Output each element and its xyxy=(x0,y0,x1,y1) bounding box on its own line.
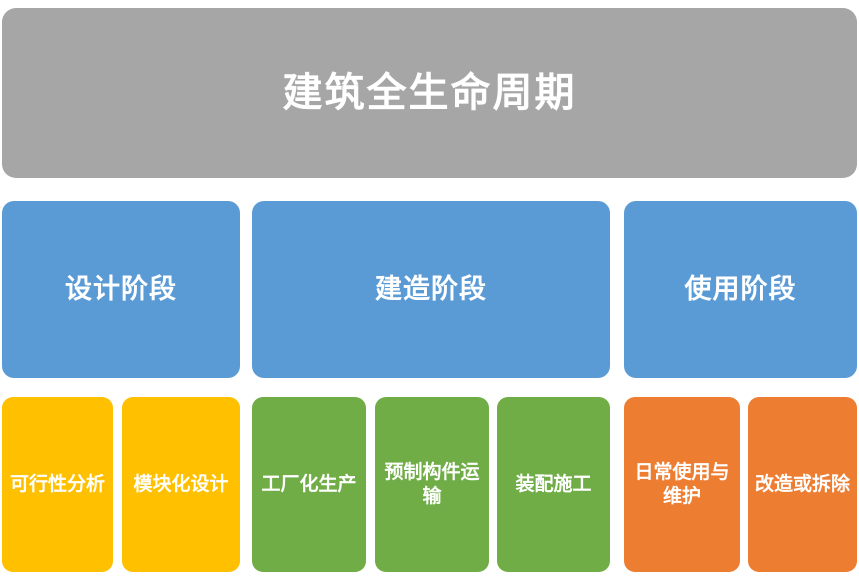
root-node-label: 建筑全生命周期 xyxy=(282,70,577,115)
task-node-label: 装配施工 xyxy=(515,473,592,495)
task-node-label: 预制构件运输 xyxy=(384,462,480,507)
task-node-label: 日常使用与维护 xyxy=(634,462,730,507)
task-node-assembly-construction[interactable]: 装配施工 xyxy=(497,397,610,572)
task-node-label: 可行性分析 xyxy=(9,473,105,495)
task-node-modular-design[interactable]: 模块化设计 xyxy=(122,397,240,572)
task-node-prefab-component-transport[interactable]: 预制构件运输 xyxy=(375,397,489,572)
phase-node-label: 建造阶段 xyxy=(375,274,487,305)
phase-node-design[interactable]: 设计阶段 xyxy=(2,201,240,378)
task-node-label: 模块化设计 xyxy=(133,473,229,495)
task-node-daily-use-and-maintenance[interactable]: 日常使用与维护 xyxy=(624,397,740,572)
phase-node-label: 设计阶段 xyxy=(65,274,177,305)
task-node-label: 改造或拆除 xyxy=(754,473,850,495)
phase-node-construction[interactable]: 建造阶段 xyxy=(252,201,610,378)
task-node-label: 工厂化生产 xyxy=(261,473,357,495)
root-node-building-lifecycle[interactable]: 建筑全生命周期 xyxy=(2,8,857,178)
task-node-factory-production[interactable]: 工厂化生产 xyxy=(252,397,366,572)
task-node-feasibility-analysis[interactable]: 可行性分析 xyxy=(2,397,113,572)
phase-node-usage[interactable]: 使用阶段 xyxy=(624,201,857,378)
task-node-renovation-or-demolition[interactable]: 改造或拆除 xyxy=(748,397,857,572)
phase-node-label: 使用阶段 xyxy=(684,274,797,305)
